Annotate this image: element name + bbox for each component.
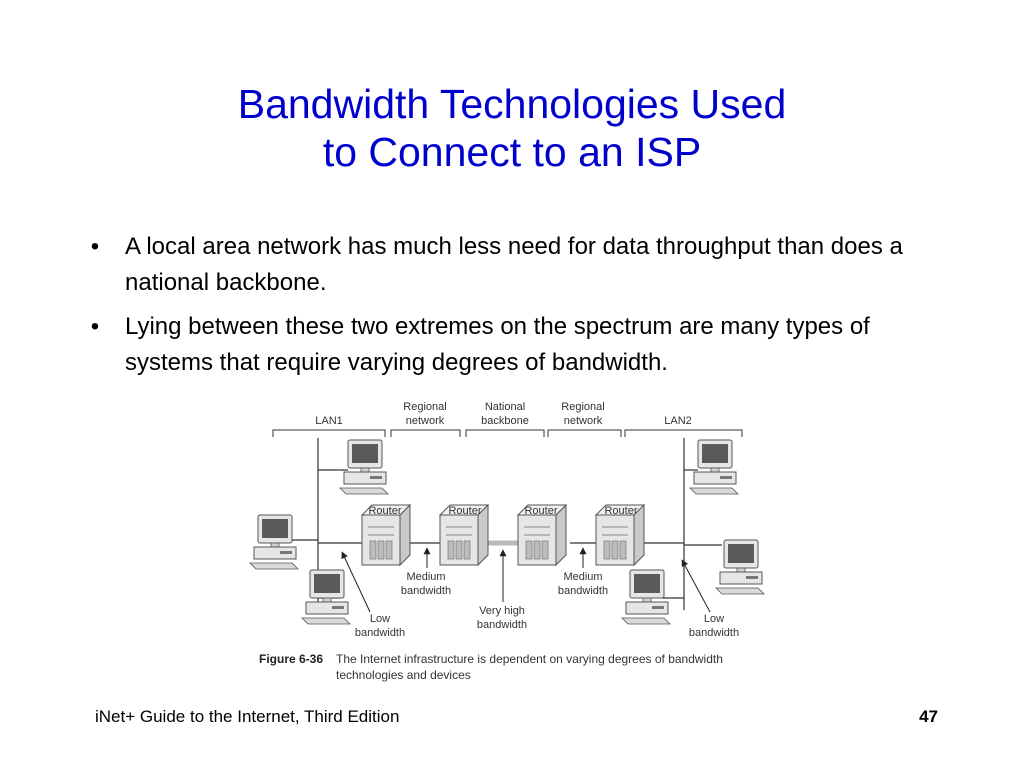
lan2-computer-right — [715, 539, 765, 595]
bullet-text: A local area network has much less need … — [125, 233, 903, 296]
figure-caption-line-1: The Internet infrastructure is dependent… — [336, 652, 723, 666]
title-line-2: to Connect to an ISP — [322, 129, 702, 175]
lan1-computer-top — [339, 439, 389, 495]
callout-medium-left-2: bandwidth — [401, 585, 451, 597]
title-line-1: Bandwidth Technologies Used — [237, 81, 787, 127]
bullet-item: • Lying between these two extremes on th… — [85, 309, 925, 381]
bracket-regional-right — [547, 429, 622, 437]
callout-medium-right-2: bandwidth — [558, 585, 608, 597]
page-number: 47 — [919, 707, 938, 726]
segment-label-regional-right-2: network — [564, 415, 603, 427]
bullet-text: Lying between these two extremes on the … — [125, 313, 870, 376]
router-label: Router — [524, 505, 557, 517]
router-label: Router — [448, 505, 481, 517]
slide-title: Bandwidth Technologies Used to Connect t… — [0, 80, 1024, 176]
callout-arrows — [341, 547, 711, 613]
bullet-item: • A local area network has much less nee… — [85, 229, 925, 301]
callout-medium-left: Medium — [406, 571, 445, 583]
segment-label-lan2: LAN2 — [664, 415, 692, 427]
bracket-regional-left — [390, 429, 461, 437]
lan2-computer-top — [689, 439, 739, 495]
callout-medium-right: Medium — [563, 571, 602, 583]
callout-low-right: Low — [704, 613, 724, 625]
bracket-lan2 — [624, 429, 743, 437]
lan1-computer-left — [249, 514, 299, 570]
segment-label-national: National — [485, 401, 525, 413]
footer-book-title: iNet+ Guide to the Internet, Third Editi… — [95, 707, 400, 726]
lan1-computer-bottom — [301, 569, 351, 625]
segment-label-regional-right: Regional — [561, 401, 604, 413]
figure-caption-label: Figure 6-36 — [259, 652, 323, 666]
bullet-glyph: • — [90, 233, 100, 260]
callout-low-right-2: bandwidth — [689, 627, 739, 639]
callout-low-left-2: bandwidth — [355, 627, 405, 639]
router-label: Router — [368, 505, 401, 517]
callout-low-left: Low — [370, 613, 390, 625]
figure-caption-line-2: technologies and devices — [336, 668, 471, 682]
bullet-glyph: • — [90, 313, 100, 340]
lan2-computer-bottom — [621, 569, 671, 625]
router-label: Router — [604, 505, 637, 517]
segment-label-regional-left-2: network — [406, 415, 445, 427]
bracket-national — [465, 429, 545, 437]
segment-brackets — [272, 429, 743, 437]
bullet-list: • A local area network has much less nee… — [85, 229, 925, 389]
segment-label-national-2: backbone — [481, 415, 529, 427]
callout-very-high-2: bandwidth — [477, 619, 527, 631]
callout-very-high: Very high — [479, 605, 525, 617]
segment-label-lan1: LAN1 — [315, 415, 343, 427]
segment-label-regional-left: Regional — [403, 401, 446, 413]
bracket-lan1 — [272, 429, 386, 437]
